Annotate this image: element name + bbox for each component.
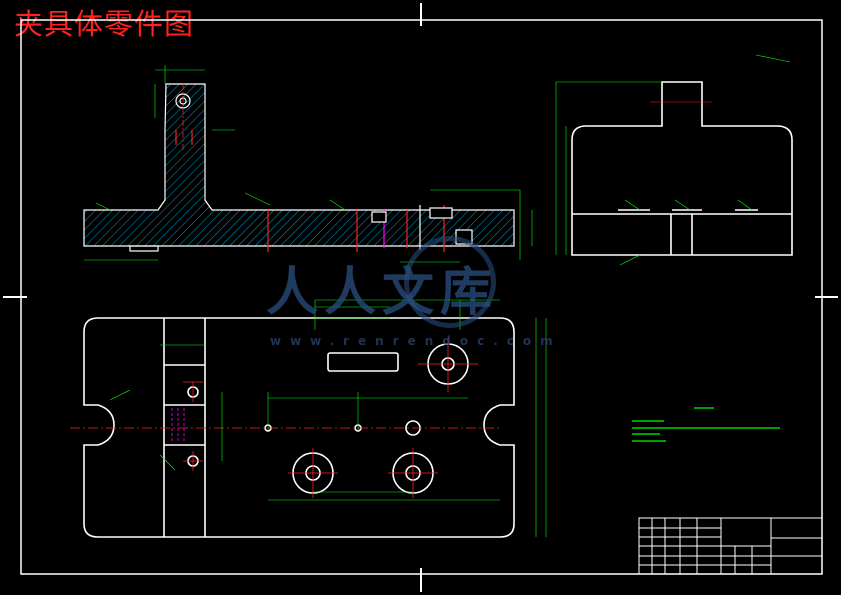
title-block: [638, 517, 823, 575]
side-view-dimensions: [555, 54, 791, 266]
watermark-ring: [404, 236, 496, 328]
side-view: [571, 81, 793, 256]
plan-view: [83, 317, 515, 538]
plan-view-center-lines: [70, 338, 500, 498]
plan-view-magenta-hidden: [171, 408, 185, 442]
drawing-frame: [3, 3, 838, 592]
watermark-text: 人人文库: [266, 263, 499, 323]
watermark-url: www.renrendoc.com: [270, 334, 562, 348]
front-section-view: [83, 83, 515, 252]
drawing-title: 夹具体零件图: [14, 7, 195, 41]
technical-notes: [632, 407, 780, 442]
